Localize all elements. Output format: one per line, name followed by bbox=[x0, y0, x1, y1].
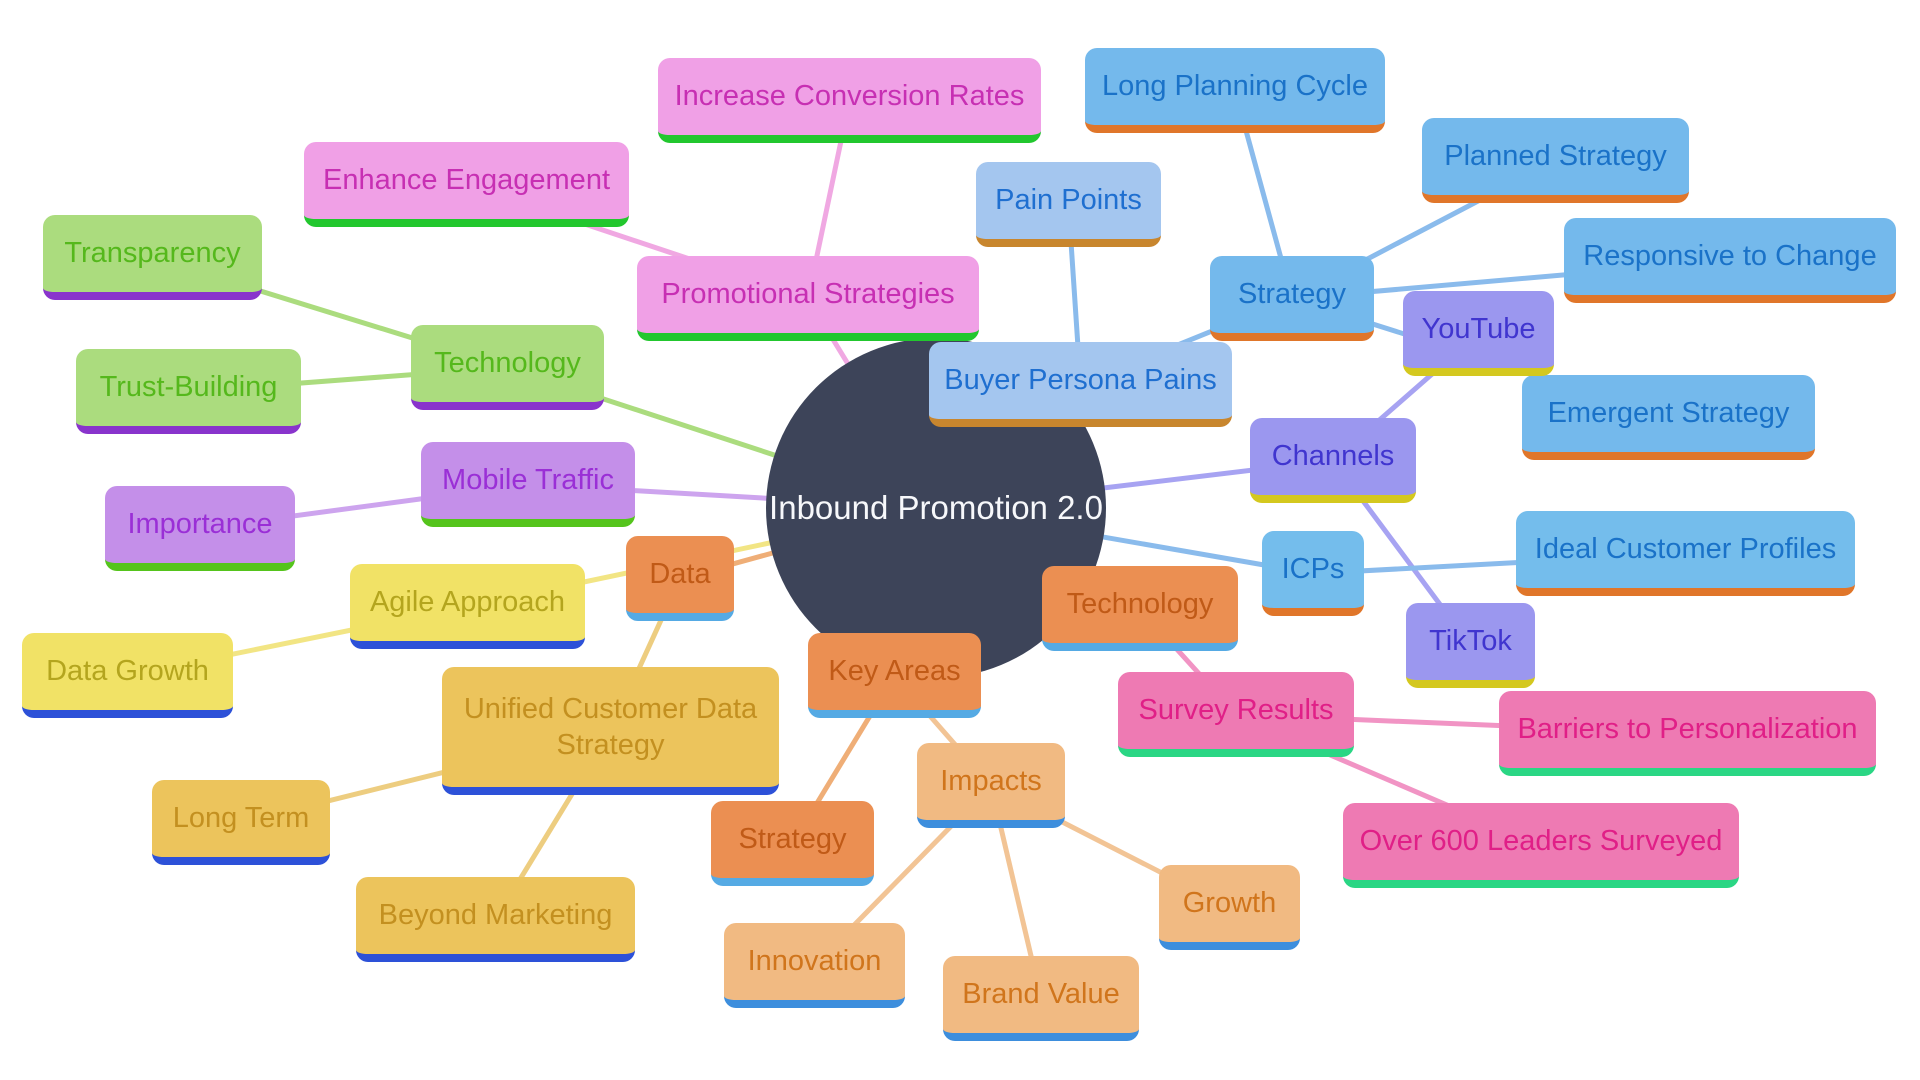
node-technology-orange[interactable]: Technology bbox=[1042, 566, 1238, 651]
node-tiktok[interactable]: TikTok bbox=[1406, 603, 1535, 688]
node-label: Unified Customer Data Strategy bbox=[463, 692, 758, 761]
node-label: Enhance Engagement bbox=[323, 164, 610, 196]
node-responsive-to-change[interactable]: Responsive to Change bbox=[1564, 218, 1896, 303]
node-emergent-strategy[interactable]: Emergent Strategy bbox=[1522, 375, 1815, 460]
node-label: YouTube bbox=[1421, 313, 1536, 345]
node-label: Impacts bbox=[940, 765, 1042, 797]
node-label: Survey Results bbox=[1138, 694, 1334, 726]
node-planned-strategy[interactable]: Planned Strategy bbox=[1422, 118, 1689, 203]
node-promotional-strategies[interactable]: Promotional Strategies bbox=[637, 256, 979, 341]
node-data-growth[interactable]: Data Growth bbox=[22, 633, 233, 718]
node-key-areas[interactable]: Key Areas bbox=[808, 633, 981, 718]
node-buyer-persona-pains[interactable]: Buyer Persona Pains bbox=[929, 342, 1232, 427]
node-label: Importance bbox=[127, 508, 273, 540]
node-long-planning-cycle[interactable]: Long Planning Cycle bbox=[1085, 48, 1385, 133]
node-barriers-to-personalization[interactable]: Barriers to Personalization bbox=[1499, 691, 1876, 776]
node-ideal-customer-profiles[interactable]: Ideal Customer Profiles bbox=[1516, 511, 1855, 596]
node-technology-green[interactable]: Technology bbox=[411, 325, 604, 410]
node-growth[interactable]: Growth bbox=[1159, 865, 1300, 950]
node-label: Data bbox=[649, 558, 711, 590]
node-label: Channels bbox=[1271, 440, 1395, 472]
node-label: Trust-Building bbox=[99, 371, 278, 403]
node-enhance-engagement[interactable]: Enhance Engagement bbox=[304, 142, 629, 227]
node-label: Technology bbox=[1066, 588, 1214, 620]
node-label: Strategy bbox=[1238, 278, 1346, 310]
node-label: Long Planning Cycle bbox=[1101, 70, 1368, 102]
node-label: Technology bbox=[434, 347, 581, 379]
node-label: Agile Approach bbox=[369, 586, 566, 618]
node-label: Innovation bbox=[747, 945, 882, 977]
node-impacts[interactable]: Impacts bbox=[917, 743, 1065, 828]
node-label: Promotional Strategies bbox=[661, 278, 955, 310]
node-long-term[interactable]: Long Term bbox=[152, 780, 330, 865]
node-strategy-blue[interactable]: Strategy bbox=[1210, 256, 1374, 341]
node-over-600-leaders-surveyed[interactable]: Over 600 Leaders Surveyed bbox=[1343, 803, 1739, 888]
node-strategy-orange[interactable]: Strategy bbox=[711, 801, 874, 886]
node-data[interactable]: Data bbox=[626, 536, 734, 621]
node-label: ICPs bbox=[1281, 553, 1345, 585]
node-label: Responsive to Change bbox=[1583, 240, 1877, 272]
node-label: Planned Strategy bbox=[1444, 140, 1667, 172]
node-label: Increase Conversion Rates bbox=[674, 80, 1025, 112]
node-agile-approach[interactable]: Agile Approach bbox=[350, 564, 585, 649]
node-survey-results[interactable]: Survey Results bbox=[1118, 672, 1354, 757]
node-label: Mobile Traffic bbox=[442, 464, 614, 496]
node-label: Strategy bbox=[738, 823, 847, 855]
node-label: Barriers to Personalization bbox=[1517, 713, 1858, 745]
node-label: Beyond Marketing bbox=[378, 899, 613, 931]
node-trust-building[interactable]: Trust-Building bbox=[76, 349, 301, 434]
node-label: Transparency bbox=[64, 237, 241, 269]
node-label: TikTok bbox=[1429, 625, 1512, 657]
node-brand-value[interactable]: Brand Value bbox=[943, 956, 1139, 1041]
node-label: Brand Value bbox=[962, 978, 1120, 1010]
node-youtube[interactable]: YouTube bbox=[1403, 291, 1554, 376]
node-unified-customer-data-strategy[interactable]: Unified Customer Data Strategy bbox=[442, 667, 779, 795]
node-increase-conversion-rates[interactable]: Increase Conversion Rates bbox=[658, 58, 1041, 143]
node-channels[interactable]: Channels bbox=[1250, 418, 1416, 503]
node-label: Long Term bbox=[172, 802, 310, 834]
node-label: Data Growth bbox=[46, 655, 209, 687]
node-beyond-marketing[interactable]: Beyond Marketing bbox=[356, 877, 635, 962]
node-pain-points[interactable]: Pain Points bbox=[976, 162, 1161, 247]
node-label: Buyer Persona Pains bbox=[944, 364, 1217, 396]
node-mobile-traffic[interactable]: Mobile Traffic bbox=[421, 442, 635, 527]
node-importance[interactable]: Importance bbox=[105, 486, 295, 571]
central-topic-label: Inbound Promotion 2.0 bbox=[769, 489, 1103, 526]
node-label: Growth bbox=[1182, 887, 1277, 919]
node-label: Emergent Strategy bbox=[1547, 397, 1790, 429]
node-label: Over 600 Leaders Surveyed bbox=[1359, 825, 1723, 857]
node-transparency[interactable]: Transparency bbox=[43, 215, 262, 300]
node-label: Ideal Customer Profiles bbox=[1534, 533, 1837, 565]
node-icps[interactable]: ICPs bbox=[1262, 531, 1364, 616]
node-innovation[interactable]: Innovation bbox=[724, 923, 905, 1008]
node-label: Key Areas bbox=[828, 655, 961, 687]
node-label: Pain Points bbox=[995, 184, 1142, 216]
